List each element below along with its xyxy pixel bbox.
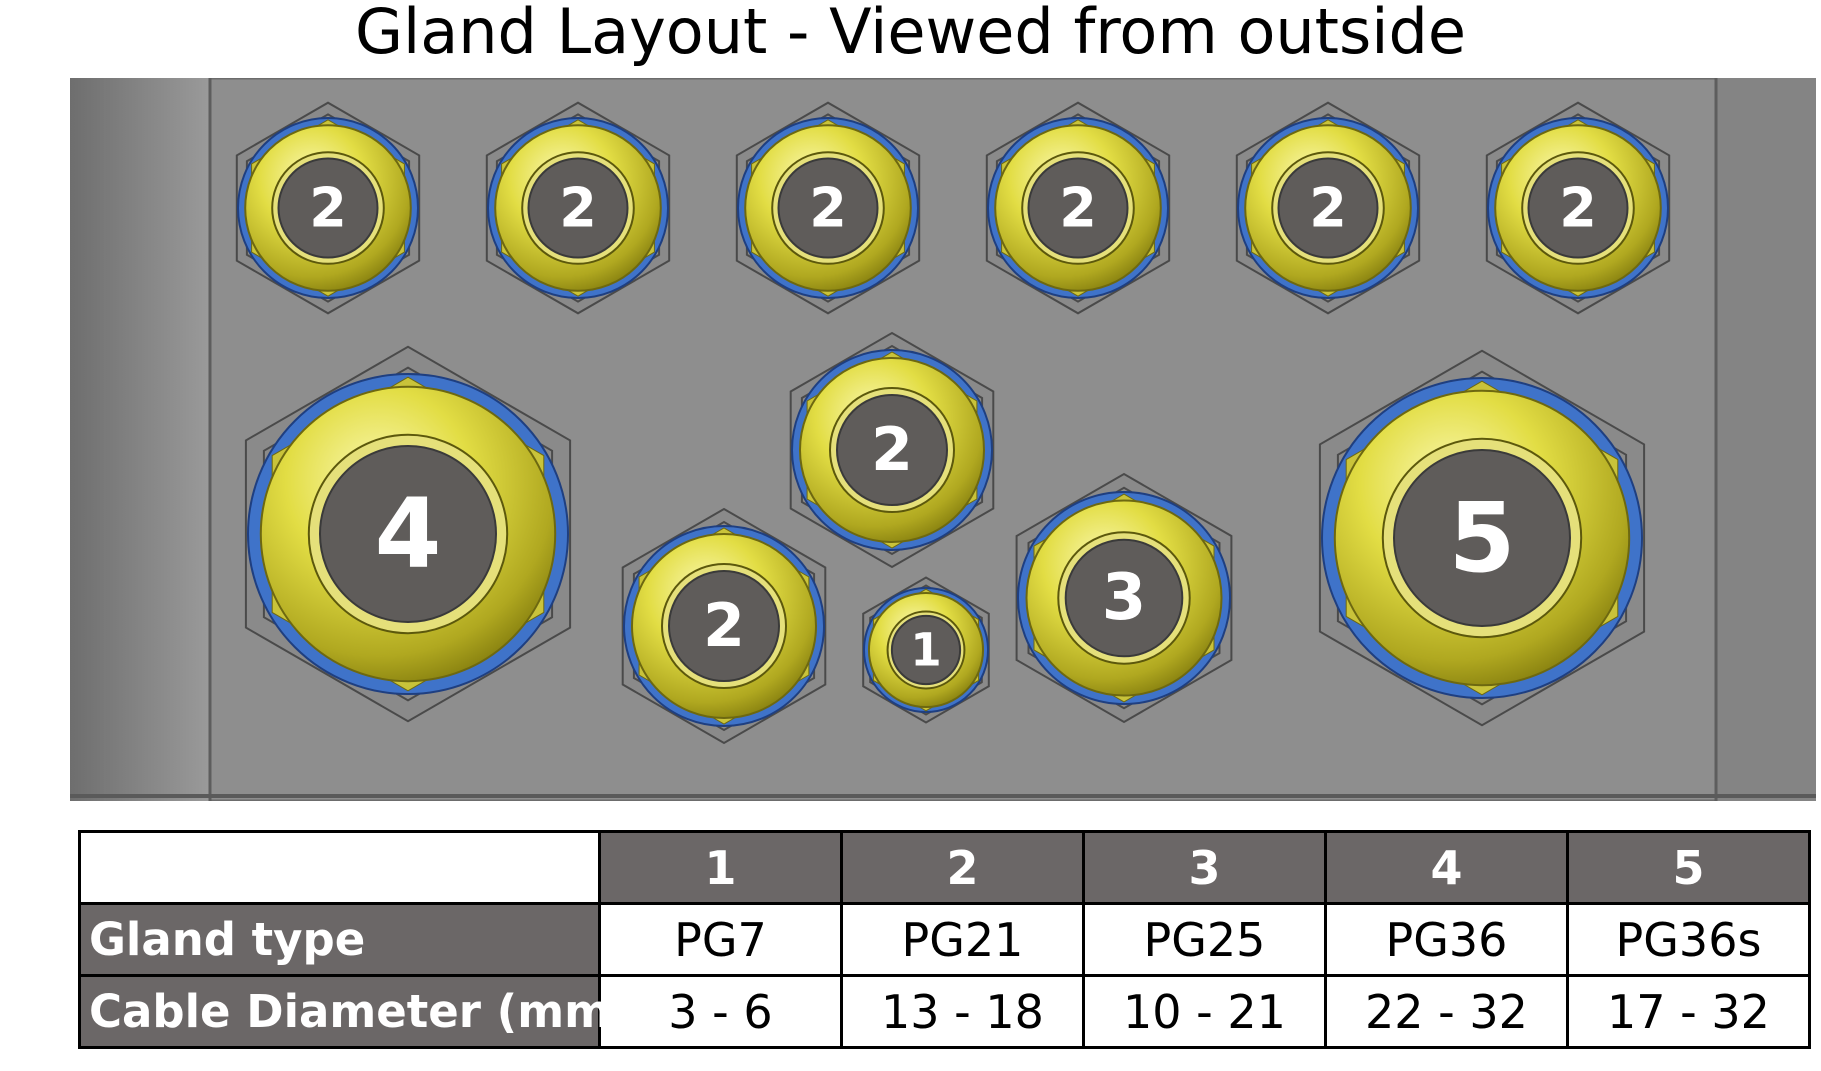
gland-cable-hole — [668, 570, 780, 682]
gland-type-label: 2 — [1309, 177, 1347, 240]
column-header: 3 — [1082, 830, 1327, 905]
cable-gland: 1 — [862, 576, 990, 724]
column-header: 2 — [840, 830, 1085, 905]
gland-type-label: 3 — [1102, 561, 1147, 635]
gland-type-label: 4 — [375, 478, 442, 590]
table-header-row: 1 2 3 4 5 — [78, 830, 1811, 905]
table-cell: 3 - 6 — [598, 974, 843, 1049]
table-row: Gland type PG7 PG21 PG25 PG36 PG36s — [78, 902, 1811, 977]
table-cell: 13 - 18 — [840, 974, 1085, 1049]
table-cell: PG36s — [1566, 902, 1811, 977]
gland-hex-outline — [495, 113, 661, 303]
gland-spec-table: 1 2 3 4 5 Gland type PG7 PG21 PG25 PG36 … — [78, 830, 1811, 1049]
cable-gland: 2 — [735, 101, 921, 315]
column-header: 4 — [1324, 830, 1569, 905]
table-cell: 10 - 21 — [1082, 974, 1327, 1049]
table-corner-cell — [78, 830, 601, 905]
gland-type-label: 1 — [910, 624, 941, 677]
cable-gland: 2 — [621, 507, 827, 745]
gland-hex-outline — [869, 584, 983, 716]
gland-hex-outline — [632, 520, 816, 732]
gland-hex-outline — [1245, 113, 1411, 303]
cable-gland: 2 — [235, 101, 421, 315]
gland-hex-outline — [1336, 370, 1628, 706]
table-cell: 22 - 32 — [1324, 974, 1569, 1049]
gland-hex-outline — [995, 113, 1161, 303]
gland-hex-outline — [1495, 113, 1661, 303]
gland-cable-hole — [319, 445, 497, 623]
gland-hex-outline — [245, 113, 411, 303]
row-label-gland-type: Gland type — [78, 902, 601, 977]
cable-gland: 2 — [985, 101, 1171, 315]
cable-gland: 2 — [1485, 101, 1671, 315]
gland-type-label: 2 — [703, 591, 745, 661]
diagram-title: Gland Layout - Viewed from outside — [354, 0, 1467, 68]
gland-type-label: 5 — [1449, 482, 1516, 594]
gland-cable-hole — [1393, 449, 1571, 627]
cable-gland: 5 — [1318, 349, 1646, 727]
gland-type-label: 2 — [559, 177, 597, 240]
gland-cable-hole — [1064, 538, 1184, 658]
gland-hex-outline — [745, 113, 911, 303]
column-header: 1 — [598, 830, 843, 905]
gland-hex-outline — [800, 344, 984, 556]
cable-gland: 2 — [1235, 101, 1421, 315]
gland-cable-hole — [836, 394, 948, 506]
cable-gland: 2 — [485, 101, 671, 315]
table-cell: 17 - 32 — [1566, 974, 1811, 1049]
gland-cable-hole — [1277, 157, 1379, 259]
gland-cable-hole — [277, 157, 379, 259]
gland-type-label: 2 — [1059, 177, 1097, 240]
enclosure-panel: 2 2 2 2 2 2 4 2 2 1 3 5 — [70, 78, 1816, 801]
gland-hex-outline — [1027, 486, 1221, 710]
gland-type-label: 2 — [871, 415, 913, 485]
table-cell: PG21 — [840, 902, 1085, 977]
gland-cable-hole — [1027, 157, 1129, 259]
gland-type-label: 2 — [309, 177, 347, 240]
table-cell: PG7 — [598, 902, 843, 977]
gland-type-label: 2 — [809, 177, 847, 240]
row-label-cable-diameter: Cable Diameter (mm) — [78, 974, 632, 1049]
gland-hex-outline — [262, 366, 554, 702]
table-cell: PG36 — [1324, 902, 1569, 977]
gland-type-label: 2 — [1559, 177, 1597, 240]
cable-gland: 4 — [244, 345, 572, 723]
gland-cable-hole — [890, 614, 962, 686]
gland-cable-hole — [527, 157, 629, 259]
gland-cable-hole — [777, 157, 879, 259]
gland-cable-hole — [1527, 157, 1629, 259]
table-row: Cable Diameter (mm) 3 - 6 13 - 18 10 - 2… — [78, 974, 1811, 1049]
cable-gland: 3 — [1015, 472, 1233, 724]
cable-gland: 2 — [789, 331, 995, 569]
table-cell: PG25 — [1082, 902, 1327, 977]
column-header: 5 — [1566, 830, 1811, 905]
